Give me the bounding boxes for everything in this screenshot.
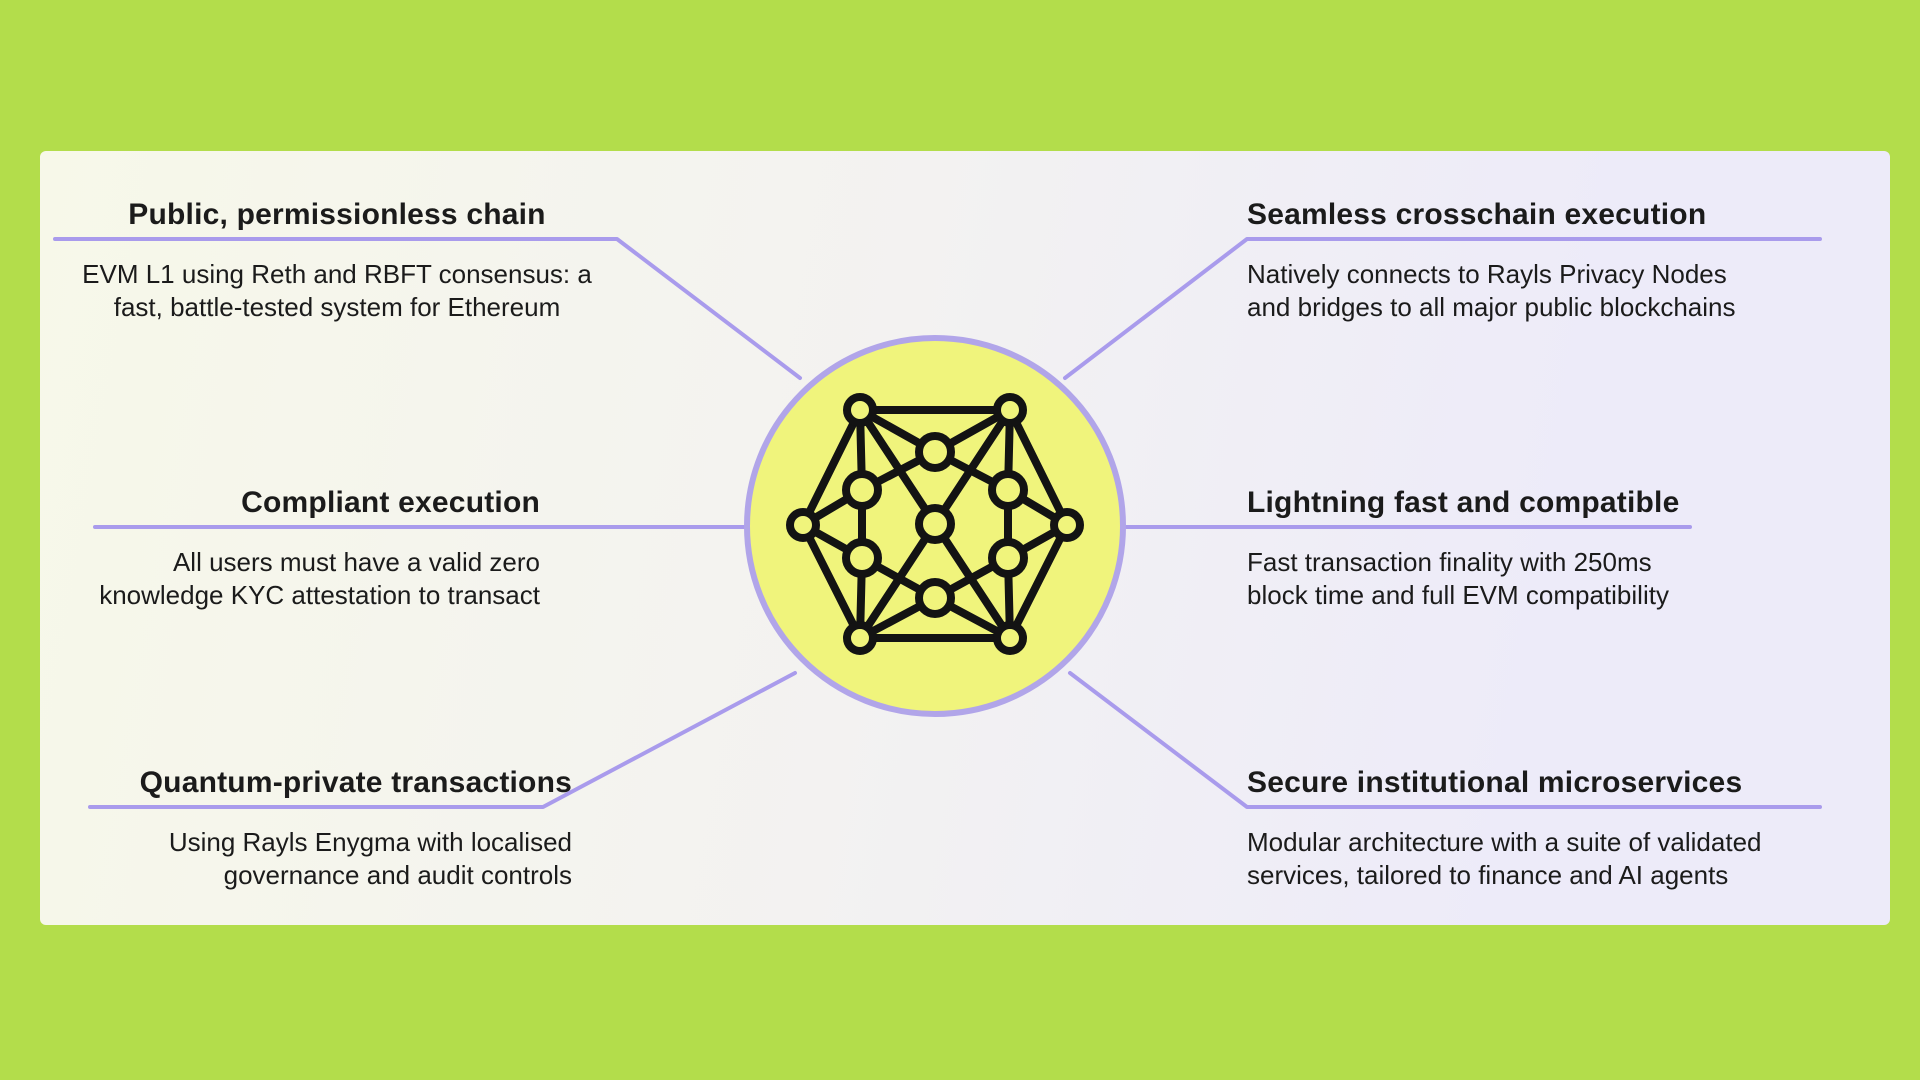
feature-description-line: Natively connects to Rayls Privacy Nodes bbox=[1247, 259, 1727, 289]
feature-quantum-private-transactions: Quantum-private transactions Using Rayls… bbox=[92, 764, 572, 892]
feature-title: Seamless crosschain execution bbox=[1247, 198, 1707, 231]
feature-title: Secure institutional microservices bbox=[1247, 766, 1743, 799]
feature-description: Natively connects to Rayls Privacy Nodes… bbox=[1247, 258, 1847, 324]
feature-description-line: and bridges to all major public blockcha… bbox=[1247, 292, 1736, 322]
feature-description: EVM L1 using Reth and RBFT consensus: a … bbox=[52, 258, 622, 324]
feature-description-line: block time and full EVM compatibility bbox=[1247, 580, 1669, 610]
feature-public-permissionless-chain: Public, permissionless chain EVM L1 usin… bbox=[52, 196, 622, 324]
feature-description-line: governance and audit controls bbox=[223, 860, 572, 890]
feature-title: Lightning fast and compatible bbox=[1247, 486, 1680, 519]
feature-description-line: Using Rayls Enygma with localised bbox=[168, 827, 572, 857]
feature-description-line: Modular architecture with a suite of val… bbox=[1247, 827, 1762, 857]
feature-description-line: fast, battle-tested system for Ethereum bbox=[113, 292, 561, 322]
feature-description: Modular architecture with a suite of val… bbox=[1247, 826, 1847, 892]
feature-description: Using Rayls Enygma with localised govern… bbox=[92, 826, 572, 892]
feature-description-line: knowledge KYC attestation to transact bbox=[99, 580, 540, 610]
feature-description: All users must have a valid zero knowled… bbox=[60, 546, 540, 612]
feature-title: Quantum-private transactions bbox=[139, 766, 572, 799]
feature-description-line: Fast transaction finality with 250ms bbox=[1247, 547, 1652, 577]
feature-description-line: services, tailored to finance and AI age… bbox=[1247, 860, 1729, 890]
feature-lightning-fast-and-compatible: Lightning fast and compatible Fast trans… bbox=[1247, 484, 1847, 612]
feature-secure-institutional-microservices: Secure institutional microservices Modul… bbox=[1247, 764, 1847, 892]
feature-compliant-execution: Compliant execution All users must have … bbox=[60, 484, 540, 612]
feature-title: Public, permissionless chain bbox=[128, 198, 546, 231]
feature-title: Compliant execution bbox=[241, 486, 540, 519]
feature-description-line: All users must have a valid zero bbox=[172, 547, 540, 577]
feature-description-line: EVM L1 using Reth and RBFT consensus: a bbox=[82, 259, 592, 289]
feature-description: Fast transaction finality with 250ms blo… bbox=[1247, 546, 1847, 612]
feature-seamless-crosschain-execution: Seamless crosschain execution Natively c… bbox=[1247, 196, 1847, 324]
